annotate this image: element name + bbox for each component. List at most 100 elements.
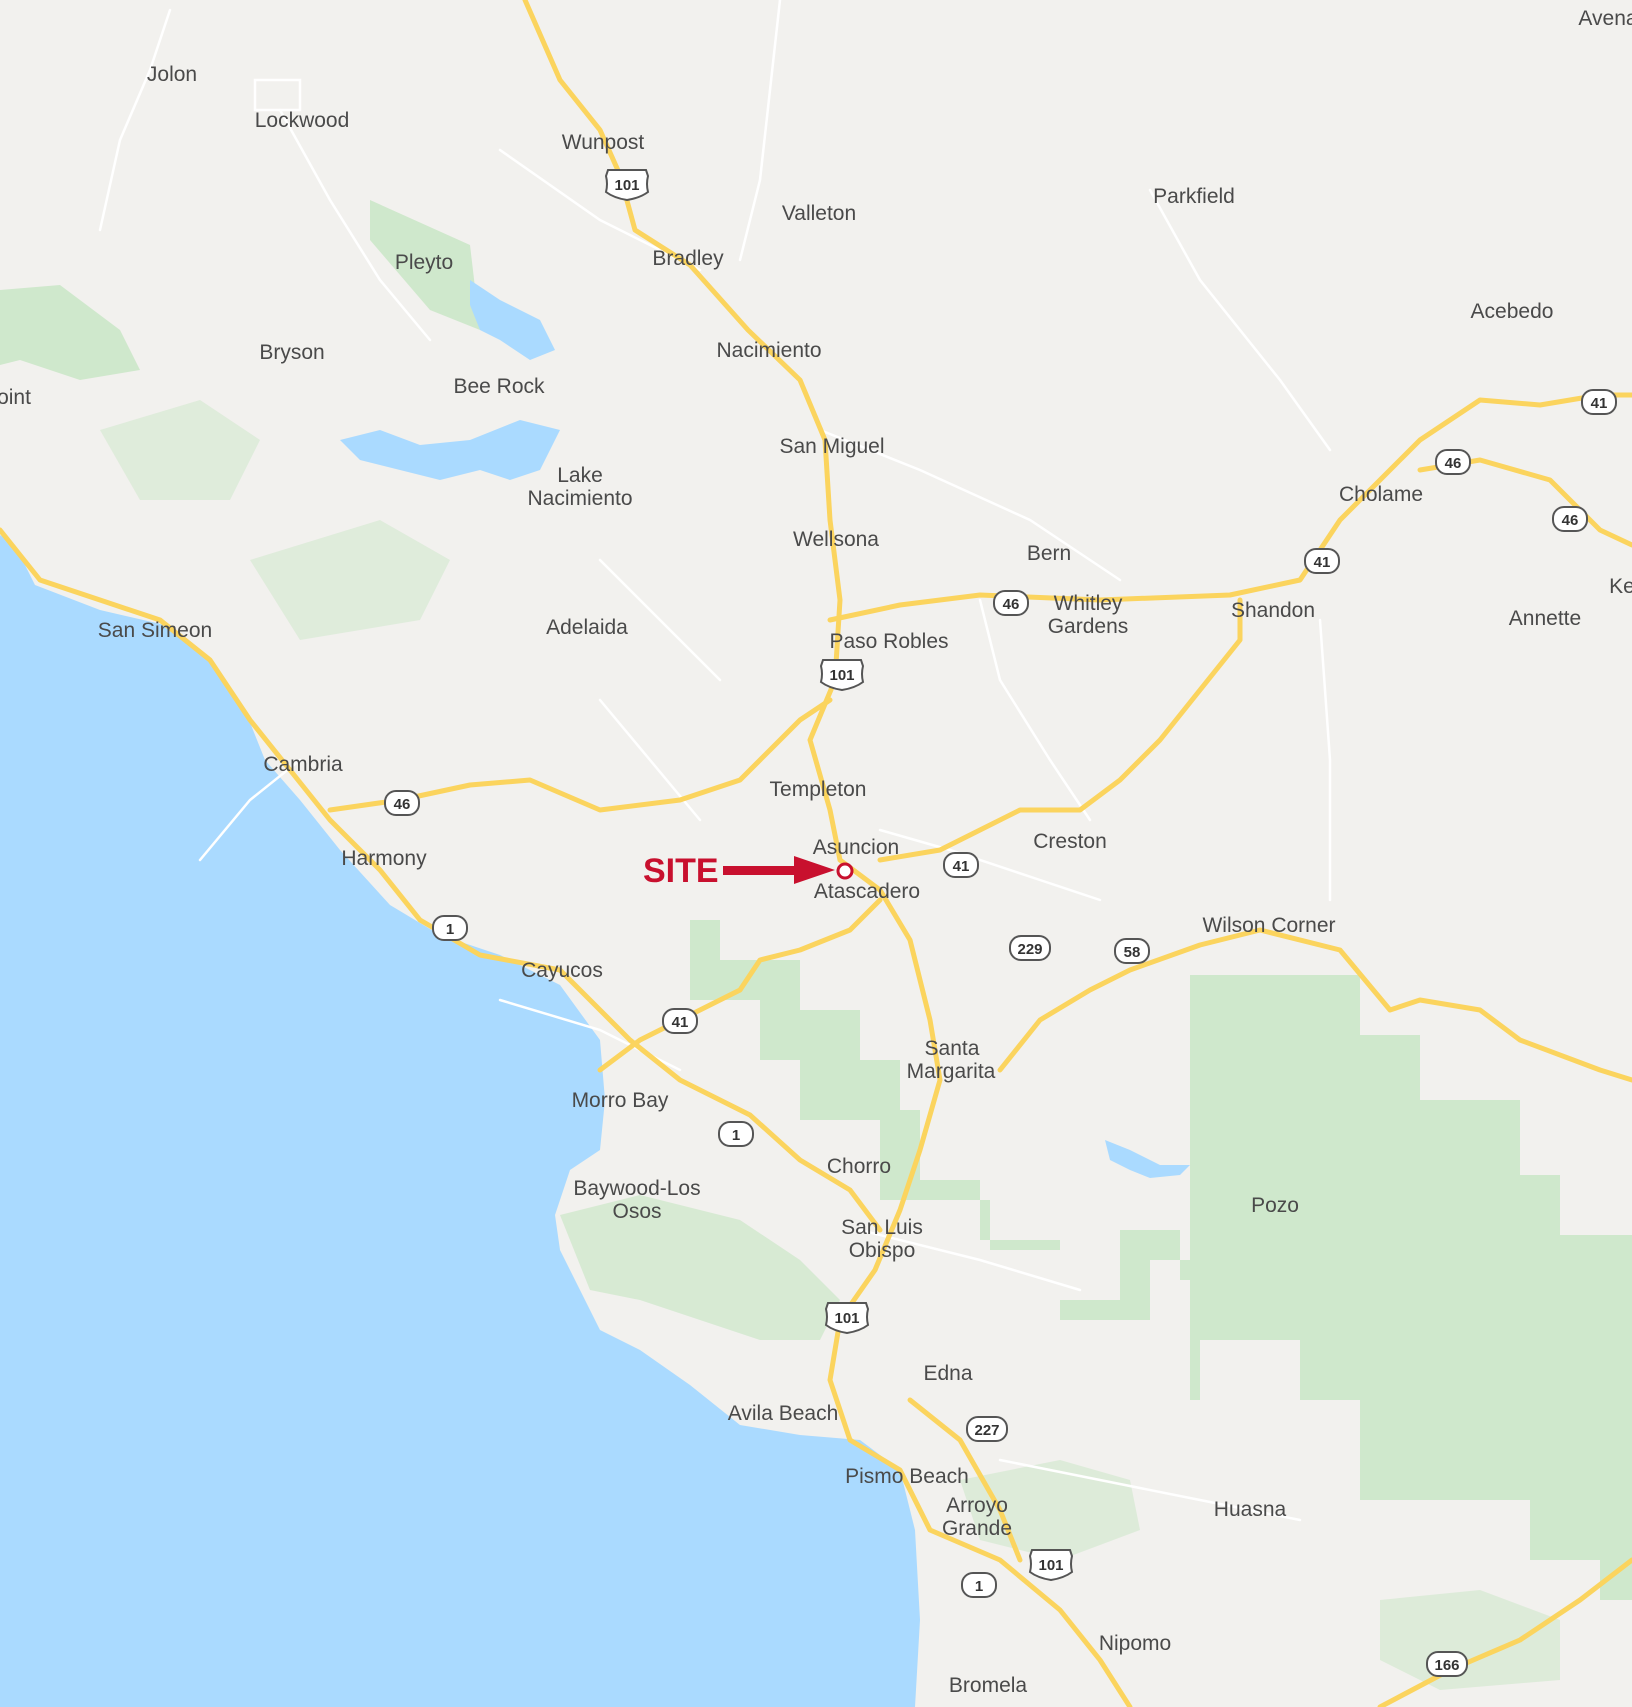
place-label: Bern bbox=[1027, 542, 1071, 565]
place-label: Pleyto bbox=[395, 251, 453, 274]
park-areas bbox=[0, 200, 1632, 1690]
place-label: Shandon bbox=[1231, 599, 1315, 622]
route-number: 229 bbox=[1017, 941, 1042, 958]
state-route-shield: 1 bbox=[961, 1572, 997, 1598]
state-route-shield: 166 bbox=[1426, 1651, 1468, 1677]
place-label: Obispo bbox=[849, 1239, 916, 1262]
us-route-shields: 101 101 101 101 bbox=[604, 169, 1074, 1582]
us-101-shield: 101 bbox=[824, 1302, 870, 1335]
place-label: Harmony bbox=[341, 847, 427, 870]
place-label: Huasna bbox=[1214, 1498, 1287, 1521]
place-label: Cholame bbox=[1339, 483, 1423, 506]
place-label: oint bbox=[0, 386, 31, 409]
place-label: Santa bbox=[925, 1037, 980, 1060]
us-101-shield: 101 bbox=[604, 169, 650, 202]
place-label: Gardens bbox=[1048, 615, 1129, 638]
place-label: Margarita bbox=[907, 1060, 996, 1083]
place-label: Wunpost bbox=[562, 131, 645, 154]
place-label: Bee Rock bbox=[453, 375, 545, 398]
place-label: Creston bbox=[1033, 830, 1107, 853]
route-number: 1 bbox=[732, 1127, 740, 1144]
place-label: Valleton bbox=[782, 202, 856, 225]
place-label: Grande bbox=[942, 1517, 1012, 1540]
place-label: Avena bbox=[1578, 7, 1632, 30]
site-arrow-shaft bbox=[723, 866, 797, 875]
place-label: Cambria bbox=[263, 753, 343, 776]
place-label: Baywood-Los bbox=[573, 1177, 700, 1200]
site-arrow-head bbox=[794, 856, 835, 884]
place-label: Paso Robles bbox=[829, 630, 948, 653]
route-number: 58 bbox=[1124, 944, 1141, 961]
place-label: Nacimiento bbox=[527, 487, 632, 510]
place-label: Ke bbox=[1609, 575, 1632, 598]
state-route-shield: 58 bbox=[1114, 938, 1150, 964]
site-label: SITE bbox=[643, 852, 719, 890]
route-number: 41 bbox=[1314, 554, 1331, 571]
place-label: Nacimiento bbox=[716, 339, 821, 362]
state-route-shields: 41 46 46 41 46 46 41 1 229 58 41 1 227 1… bbox=[384, 389, 1617, 1677]
route-number: 46 bbox=[1445, 455, 1462, 472]
place-label: Atascadero bbox=[814, 880, 920, 903]
place-label: Chorro bbox=[827, 1155, 891, 1178]
state-route-shield: 46 bbox=[993, 590, 1029, 616]
state-route-shield: 41 bbox=[1304, 548, 1340, 574]
state-route-shield: 41 bbox=[662, 1008, 698, 1034]
place-label: Adelaida bbox=[546, 616, 628, 639]
place-label: Jolon bbox=[147, 63, 197, 86]
place-label: Wilson Corner bbox=[1202, 914, 1335, 937]
state-route-shield: 46 bbox=[1435, 449, 1471, 475]
place-label: Osos bbox=[612, 1200, 661, 1223]
route-number: 1 bbox=[975, 1578, 983, 1595]
place-label: Wellsona bbox=[793, 528, 879, 551]
route-number: 41 bbox=[953, 858, 970, 875]
place-label: Acebedo bbox=[1471, 300, 1554, 323]
place-label: Nipomo bbox=[1099, 1632, 1171, 1655]
route-number: 101 bbox=[829, 667, 854, 684]
state-route-shield: 227 bbox=[966, 1416, 1008, 1442]
state-route-shield: 41 bbox=[943, 852, 979, 878]
place-label: Bradley bbox=[652, 247, 724, 270]
route-number: 227 bbox=[974, 1422, 999, 1439]
state-route-shield: 1 bbox=[432, 915, 468, 941]
place-label: Bryson bbox=[259, 341, 324, 364]
lake-nacimiento bbox=[340, 280, 560, 480]
place-label: San Miguel bbox=[779, 435, 884, 458]
place-label: Morro Bay bbox=[572, 1089, 669, 1112]
state-route-shield: 46 bbox=[1552, 506, 1588, 532]
place-label: Lake bbox=[557, 464, 603, 487]
pacific-ocean bbox=[0, 535, 920, 1707]
place-label: Asuncion bbox=[813, 836, 899, 859]
place-label: Annette bbox=[1509, 607, 1581, 630]
state-route-shield: 46 bbox=[384, 790, 420, 816]
place-label: Edna bbox=[923, 1362, 972, 1385]
route-number: 41 bbox=[1591, 395, 1608, 412]
route-number: 46 bbox=[1003, 596, 1020, 613]
route-number: 101 bbox=[614, 177, 639, 194]
route-number: 1 bbox=[446, 921, 454, 938]
place-label: Pozo bbox=[1251, 1194, 1299, 1217]
us-101-shield: 101 bbox=[819, 659, 865, 692]
route-number: 166 bbox=[1434, 1657, 1459, 1674]
route-number: 46 bbox=[1562, 512, 1579, 529]
route-number: 41 bbox=[672, 1014, 689, 1031]
place-labels: Avena Jolon Lockwood Wunpost Valleton Pa… bbox=[0, 7, 1632, 1697]
us-101-shield: 101 bbox=[1028, 1549, 1074, 1582]
site-marker[interactable]: SITE bbox=[643, 852, 854, 890]
place-label: Arroyo bbox=[946, 1494, 1008, 1517]
state-route-shield: 41 bbox=[1581, 389, 1617, 415]
site-location-dot[interactable] bbox=[836, 862, 854, 880]
route-number: 101 bbox=[834, 1310, 859, 1327]
santa-margarita-lake bbox=[1105, 1140, 1190, 1178]
place-label: San Luis bbox=[841, 1216, 923, 1239]
place-label: San Simeon bbox=[98, 619, 212, 642]
place-label: Lockwood bbox=[255, 109, 350, 132]
route-number: 46 bbox=[394, 796, 411, 813]
place-label: Templeton bbox=[770, 778, 867, 801]
place-label: Pismo Beach bbox=[845, 1465, 969, 1488]
state-route-shield: 1 bbox=[718, 1121, 754, 1147]
place-label: Cayucos bbox=[521, 959, 603, 982]
place-label: Avila Beach bbox=[728, 1402, 839, 1425]
place-label: Whitley bbox=[1054, 592, 1123, 615]
